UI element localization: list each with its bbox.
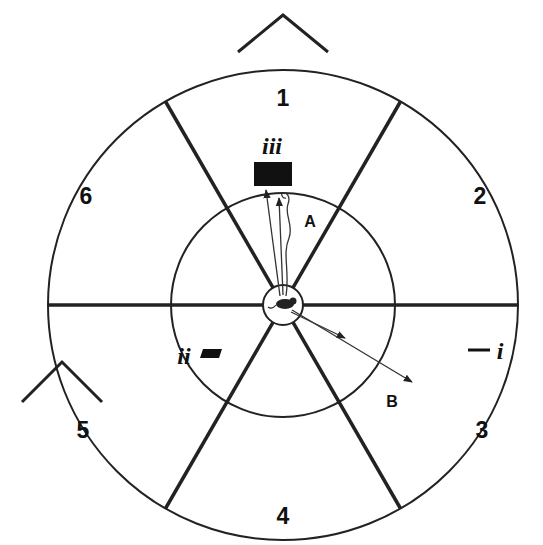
path-label: A — [302, 214, 318, 230]
cue-chevron — [238, 15, 328, 52]
sector-number: 2 — [474, 185, 487, 208]
object-iii — [254, 162, 292, 186]
arena-wall — [48, 70, 518, 540]
cue-chevron — [22, 362, 102, 402]
sector-lines — [48, 102, 518, 509]
sector-number: 5 — [77, 419, 90, 442]
object-label: i — [497, 339, 504, 363]
object-label: iii — [262, 134, 282, 158]
trajectory-arrows — [266, 190, 412, 382]
object-label: ii — [177, 344, 190, 368]
path-label: B — [384, 394, 400, 410]
object-ii — [200, 349, 222, 358]
sector-number: 1 — [277, 87, 290, 110]
sector-number: 6 — [80, 185, 93, 208]
object-i — [468, 349, 490, 352]
sector-number: 4 — [277, 505, 290, 528]
sector-number: 3 — [476, 419, 489, 442]
rat-icon — [268, 298, 297, 310]
